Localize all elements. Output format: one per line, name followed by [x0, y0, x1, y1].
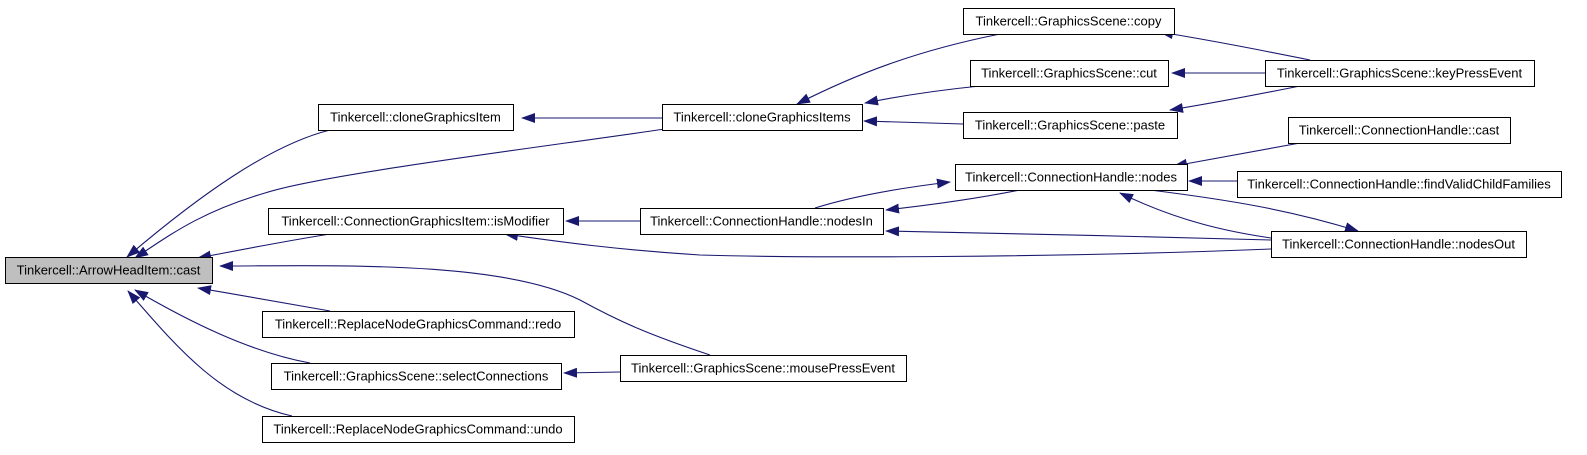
graph-node-n12[interactable]: Tinkercell::ConnectionHandle::nodesOut	[1271, 231, 1527, 258]
node-label: Tinkercell::GraphicsScene::mousePressEve…	[631, 361, 895, 376]
node-label: Tinkercell::cloneGraphicsItem	[330, 110, 501, 125]
node-label: Tinkercell::GraphicsScene::paste	[975, 118, 1165, 133]
edge-n1-to-n0	[126, 129, 331, 258]
graph-node-n15[interactable]: Tinkercell::GraphicsScene::mousePressEve…	[620, 355, 907, 382]
node-label: Tinkercell::ConnectionHandle::findValidC…	[1247, 177, 1551, 192]
node-label: Tinkercell::ReplaceNodeGraphicsCommand::…	[275, 317, 561, 332]
node-box	[963, 8, 1175, 35]
node-label: Tinkercell::GraphicsScene::copy	[976, 14, 1162, 29]
edge-n15-to-n0	[219, 260, 711, 356]
edge-n8-to-n9	[814, 178, 951, 209]
graph-node-n16[interactable]: Tinkercell::ReplaceNodeGraphicsCommand::…	[262, 416, 575, 443]
node-box	[318, 104, 514, 131]
node-box	[268, 208, 564, 235]
node-box	[955, 164, 1188, 191]
nodes-layer: Tinkercell::ArrowHeadItem::castTinkercel…	[5, 8, 1562, 443]
node-label: Tinkercell::GraphicsScene::keyPressEvent	[1277, 66, 1523, 81]
graph-node-n2[interactable]: Tinkercell::cloneGraphicsItems	[662, 104, 863, 131]
graph-node-n7[interactable]: Tinkercell::ConnectionGraphicsItem::isMo…	[268, 208, 564, 235]
edge-n9-to-n12	[1149, 189, 1359, 232]
node-box	[620, 355, 907, 382]
edge-n15-to-n14	[563, 367, 621, 378]
edge-n13-to-n0	[197, 285, 331, 312]
edge-n9-to-n8	[885, 189, 1021, 214]
edge-n4-to-n2	[864, 85, 981, 106]
graph-node-n8[interactable]: Tinkercell::ConnectionHandle::nodesIn	[640, 208, 884, 235]
edge-n5-to-n2	[863, 116, 964, 127]
graph-node-n6[interactable]: Tinkercell::GraphicsScene::keyPressEvent	[1265, 60, 1535, 87]
node-box	[5, 257, 213, 284]
graph-node-n4[interactable]: Tinkercell::GraphicsScene::cut	[970, 60, 1169, 87]
graph-node-n9[interactable]: Tinkercell::ConnectionHandle::nodes	[955, 164, 1188, 191]
edge-n2-to-n0	[134, 128, 666, 259]
node-label: Tinkercell::ConnectionHandle::cast	[1299, 123, 1500, 138]
graph-node-n5[interactable]: Tinkercell::GraphicsScene::paste	[963, 112, 1178, 139]
node-label: Tinkercell::cloneGraphicsItems	[673, 110, 851, 125]
edge-n14-to-n0	[134, 289, 311, 364]
node-box	[262, 311, 575, 338]
node-box	[1265, 60, 1535, 87]
edge-n3-to-n2	[796, 33, 1001, 105]
graph-node-n14[interactable]: Tinkercell::GraphicsScene::selectConnect…	[271, 363, 562, 390]
edges-layer	[126, 29, 1359, 417]
graph-node-n11[interactable]: Tinkercell::ConnectionHandle::findValidC…	[1237, 171, 1562, 198]
edge-n10-to-n9	[1173, 142, 1301, 169]
node-box	[262, 416, 575, 443]
edge-n6-to-n5	[1169, 85, 1301, 113]
node-box	[271, 363, 562, 390]
edge-n16-to-n0	[127, 290, 293, 417]
edge-n12-to-n9	[1119, 192, 1272, 239]
node-label: Tinkercell::ConnectionHandle::nodesIn	[650, 214, 873, 229]
node-box	[640, 208, 884, 235]
edge-n7-to-n0	[197, 233, 331, 261]
node-box	[963, 112, 1178, 139]
node-label: Tinkercell::ArrowHeadItem::cast	[17, 263, 201, 278]
node-label: Tinkercell::GraphicsScene::cut	[981, 66, 1157, 81]
node-label: Tinkercell::ReplaceNodeGraphicsCommand::…	[273, 422, 562, 437]
node-box	[1271, 231, 1527, 258]
node-box	[970, 60, 1169, 87]
graph-node-n13[interactable]: Tinkercell::ReplaceNodeGraphicsCommand::…	[262, 311, 575, 338]
graph-node-n3[interactable]: Tinkercell::GraphicsScene::copy	[963, 8, 1175, 35]
node-box	[1237, 171, 1562, 198]
node-label: Tinkercell::ConnectionHandle::nodes	[965, 170, 1177, 185]
edge-n12-to-n8	[885, 226, 1272, 241]
edge-n6-to-n3	[1159, 29, 1311, 61]
node-label: Tinkercell::ConnectionGraphicsItem::isMo…	[281, 214, 550, 229]
node-label: Tinkercell::GraphicsScene::selectConnect…	[284, 369, 549, 384]
node-label: Tinkercell::ConnectionHandle::nodesOut	[1282, 237, 1515, 252]
node-box	[1288, 117, 1511, 144]
graph-node-n1[interactable]: Tinkercell::cloneGraphicsItem	[318, 104, 514, 131]
graph-node-n10[interactable]: Tinkercell::ConnectionHandle::cast	[1288, 117, 1511, 144]
graph-node-n0[interactable]: Tinkercell::ArrowHeadItem::cast	[5, 257, 213, 284]
edge-n12-to-n7	[504, 230, 1272, 258]
node-box	[662, 104, 863, 131]
